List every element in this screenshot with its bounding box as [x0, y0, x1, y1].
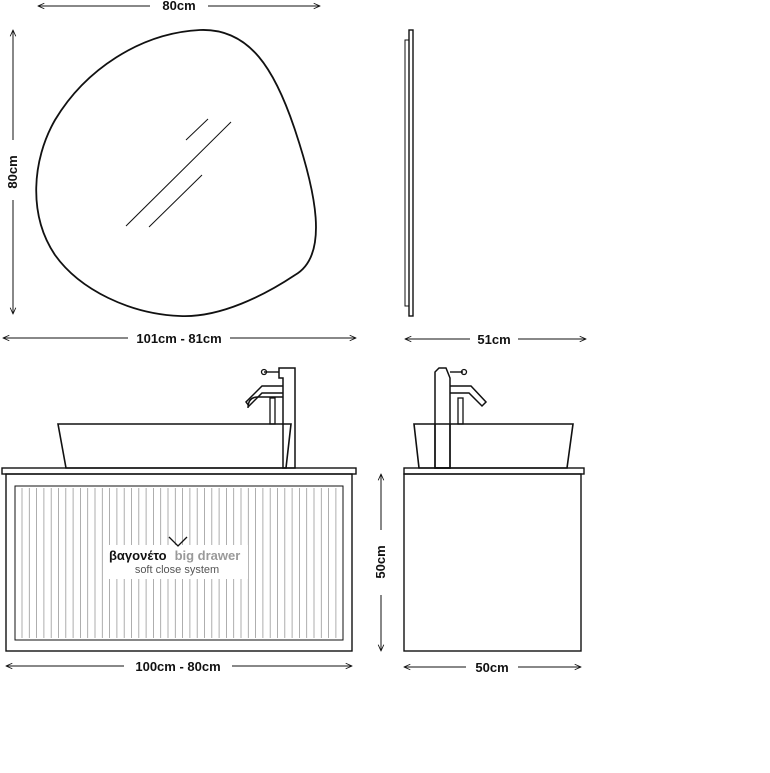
- cabinet-height-label: 50cm: [373, 545, 388, 578]
- cabinet-side-view: [403, 367, 585, 652]
- side-depth-dimension: 51cm: [405, 332, 586, 347]
- cabinet-body-side: [403, 473, 582, 652]
- mirror-height-dimension: 80cm: [5, 30, 20, 314]
- vessel-basin-front: [57, 423, 292, 469]
- mirror-front-view: [35, 29, 317, 317]
- drawer-label-greek: βαγονέτο: [109, 548, 167, 563]
- mirror-width-label: 80cm: [162, 0, 195, 13]
- cabinet-body-front: [5, 473, 353, 652]
- mirror-reflection-line: [148, 174, 203, 228]
- mirror-height-label: 80cm: [5, 155, 20, 188]
- cabinet-depth-dimension: 50cm: [404, 660, 581, 675]
- side-depth-label: 51cm: [477, 332, 510, 347]
- mirror-width-dimension: 80cm: [38, 0, 320, 13]
- drawer-chevron-icon: [168, 536, 188, 547]
- mirror-reflection-line: [125, 121, 232, 227]
- mirror-outline: [35, 29, 317, 317]
- drawer-label-english: big drawer: [175, 548, 241, 563]
- countertop-front: [1, 467, 357, 475]
- countertop-side: [403, 467, 585, 475]
- cabinet-front-view: βαγονέτο big drawer soft close system: [1, 367, 357, 652]
- cabinet-width-label: 100cm - 80cm: [135, 659, 220, 674]
- mirror-reflection-line: [185, 118, 209, 141]
- cabinet-width-dimension: 100cm - 80cm: [6, 659, 352, 674]
- mirror-side-profile: [404, 29, 414, 317]
- drawer-fluted-panel: [21, 488, 337, 638]
- cabinet-height-dimension: 50cm: [373, 474, 388, 651]
- top-width-label: 101cm - 81cm: [136, 331, 221, 346]
- cabinet-depth-label: 50cm: [475, 660, 508, 675]
- vessel-basin-side: [413, 423, 574, 469]
- faucet-side: [434, 367, 488, 469]
- drawer-subtitle: soft close system: [135, 564, 219, 576]
- top-width-dimension: 101cm - 81cm: [3, 331, 356, 346]
- drawer-label: βαγονέτο big drawer: [109, 547, 240, 564]
